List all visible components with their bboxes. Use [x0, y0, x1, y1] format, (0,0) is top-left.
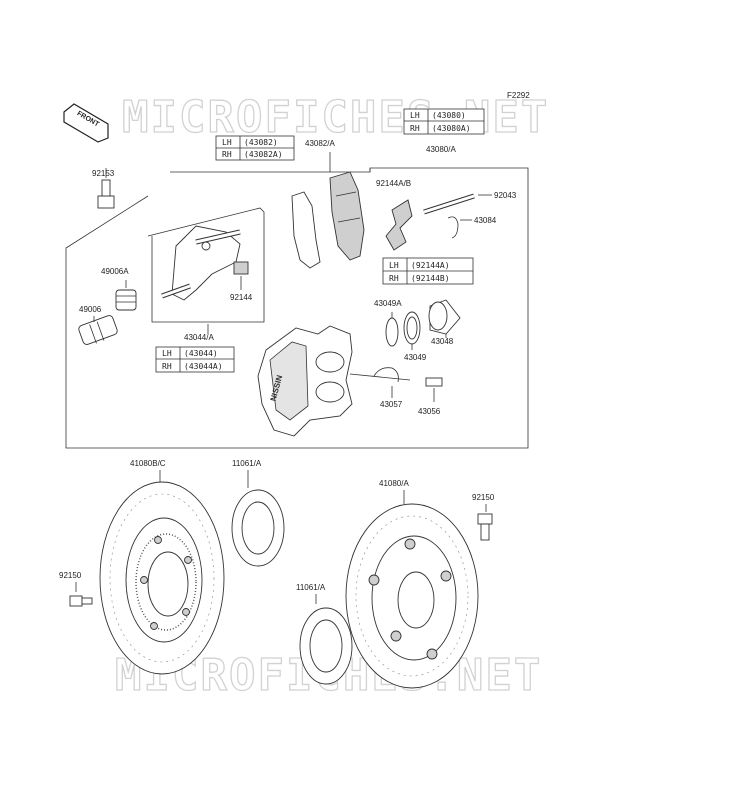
label-11061a-bottom: 11061/A [296, 583, 326, 592]
label-43080a: 43080/A [426, 145, 456, 154]
label-92153: 92153 [92, 169, 115, 178]
caliper-table-side-lh: LH [410, 111, 420, 120]
caliper-table-code-lh: (43080) [432, 111, 466, 120]
label-92144ab: 92144A/B [376, 179, 411, 188]
holder-table: LH (43044) RH (43044A) [155, 346, 235, 373]
retainer-92144 [233, 261, 249, 290]
pin-92043 [423, 193, 492, 215]
brake-pads [291, 152, 365, 269]
bleed-valve-43056 [425, 377, 443, 402]
holder-table-code-rh: (43044A) [184, 362, 223, 371]
piston-43048 [428, 299, 461, 338]
label-41080bc: 41080B/C [130, 459, 166, 468]
label-41080a: 41080/A [379, 479, 409, 488]
label-43048: 43048 [431, 337, 454, 346]
spring-table-side-rh: RH [389, 274, 399, 283]
boot-49006 [78, 315, 118, 345]
brake-disc-left: 41080B/C [99, 459, 225, 675]
label-43049: 43049 [404, 353, 427, 362]
holder-table-side-lh: LH [162, 349, 172, 358]
caliper-bracket [161, 225, 241, 334]
holder-table-side-rh: RH [162, 362, 172, 371]
caliper-table-side-rh: RH [410, 124, 420, 133]
holder-table-code-lh: (43044) [184, 349, 218, 358]
pads-table-code-rh: (43082A) [244, 150, 283, 159]
label-92150-right: 92150 [472, 493, 495, 502]
label-43082a: 43082/A [305, 139, 335, 148]
assembly-outline [65, 167, 529, 449]
caliper-body: NISSIN [257, 325, 411, 437]
spacer-top: 11061/A [231, 459, 285, 567]
spring-table-side-lh: LH [389, 261, 399, 270]
spring-table-code-rh: (92144B) [411, 274, 450, 283]
caliper-table-code-rh: (43080A) [432, 124, 471, 133]
brake-disc-right: 41080/A [345, 479, 479, 689]
pad-spring-table: LH (92144A) RH (92144B) [382, 257, 474, 285]
bolt-92153 [97, 168, 115, 209]
pads-table-code-lh: (43082) [244, 138, 278, 147]
boot-49006a [115, 280, 137, 311]
label-43049a: 43049A [374, 299, 402, 308]
front-arrow-icon: FRONT [63, 103, 109, 143]
label-92043: 92043 [494, 191, 517, 200]
label-92144: 92144 [230, 293, 253, 302]
label-92150-left: 92150 [59, 571, 82, 580]
bolt-92150-left: 92150 [59, 571, 93, 607]
spring-table-code-lh: (92144A) [411, 261, 450, 270]
pads-table: LH (43082) RH (43082A) [215, 135, 295, 161]
label-43057: 43057 [380, 400, 403, 409]
pad-spring [385, 199, 413, 251]
label-43044a: 43044/A [184, 333, 214, 342]
label-49006: 49006 [79, 305, 102, 314]
label-43084: 43084 [474, 216, 497, 225]
seal-43049 [403, 311, 421, 350]
label-49006a: 49006A [101, 267, 129, 276]
bleeder-cap-43057 [373, 367, 399, 398]
label-11061a-top: 11061/A [232, 459, 262, 468]
caliper-table: LH (43080) RH (43080A) [403, 108, 485, 135]
watermark-top: MICROFICHES.NET [122, 92, 549, 143]
bolt-92150-right: 92150 [472, 493, 495, 541]
spacer-bottom: 11061/A [296, 583, 353, 685]
diagram-code: F2292 [507, 91, 530, 100]
clip-43084 [447, 216, 472, 239]
label-43056: 43056 [418, 407, 441, 416]
pads-table-side-rh: RH [222, 150, 232, 159]
pads-table-side-lh: LH [222, 138, 232, 147]
seal-43049a [385, 312, 399, 347]
